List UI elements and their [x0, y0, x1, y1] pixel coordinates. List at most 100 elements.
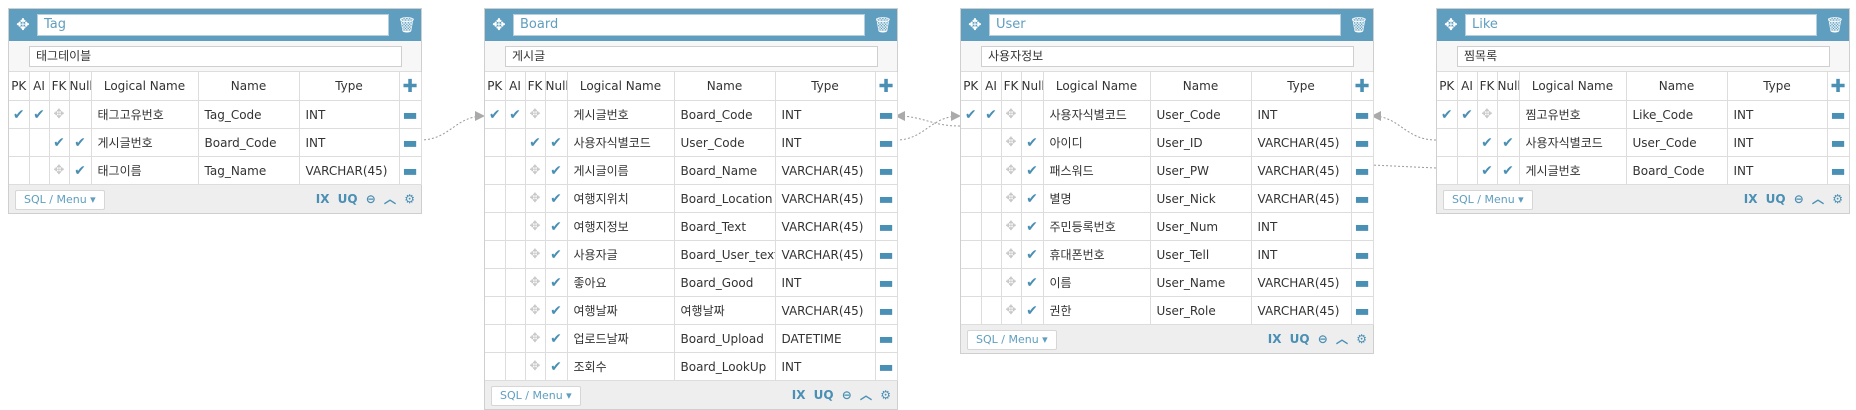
column-type[interactable]: INT [1251, 212, 1352, 241]
move-icon[interactable]: ✥ [968, 15, 982, 34]
remove-column-button[interactable]: ▬ [1827, 156, 1850, 185]
pk-checkbox[interactable] [485, 240, 506, 269]
ai-checkbox[interactable] [981, 240, 1002, 269]
column-name[interactable]: Tag_Code [198, 100, 300, 129]
table-name-input[interactable]: Like [1465, 14, 1817, 36]
unique-button[interactable]: UQ [1765, 192, 1786, 206]
column-name[interactable]: User_Role [1150, 296, 1252, 325]
remove-column-button[interactable]: ▬ [1351, 240, 1374, 269]
null-checkbox[interactable]: ✔ [69, 156, 92, 185]
remove-column-button[interactable]: ▬ [875, 212, 898, 241]
null-checkbox[interactable]: ✔ [545, 212, 568, 241]
move-icon[interactable]: ✥ [1444, 15, 1458, 34]
column-logical-name[interactable]: 태그이름 [91, 156, 199, 185]
column-type[interactable]: INT [1727, 156, 1828, 185]
null-checkbox[interactable]: ✔ [545, 184, 568, 213]
collapse-icon[interactable]: ︿ [1336, 332, 1349, 346]
column-type[interactable]: INT [775, 352, 876, 381]
column-type[interactable]: INT [775, 128, 876, 157]
remove-column-button[interactable]: ▬ [1351, 156, 1374, 185]
remove-column-button[interactable]: ▬ [1351, 128, 1374, 157]
trash-icon[interactable]: 🗑 [1349, 16, 1369, 34]
ai-checkbox[interactable] [981, 268, 1002, 297]
entity-table-like[interactable]: ✥ Like 🗑 찜목록 PK AI FK Null Logical Name … [1436, 8, 1850, 214]
trash-icon[interactable]: 🗑 [873, 16, 893, 34]
pk-checkbox[interactable] [485, 268, 506, 297]
column-name[interactable]: User_Tell [1150, 240, 1252, 269]
column-logical-name[interactable]: 패스워드 [1043, 156, 1151, 185]
table-comment-input[interactable]: 사용자정보 [981, 46, 1354, 67]
pk-checkbox[interactable] [1437, 128, 1458, 157]
null-checkbox[interactable] [1497, 100, 1520, 129]
column-logical-name[interactable]: 아이디 [1043, 128, 1151, 157]
pk-checkbox[interactable] [961, 184, 982, 213]
column-type[interactable]: INT [775, 100, 876, 129]
column-type[interactable]: DATETIME [775, 324, 876, 353]
ai-checkbox[interactable] [981, 128, 1002, 157]
ai-checkbox[interactable] [505, 296, 526, 325]
move-icon[interactable]: ✥ [492, 15, 506, 34]
column-logical-name[interactable]: 사용자글 [567, 240, 675, 269]
entity-table-board[interactable]: ✥ Board 🗑 게시글 PK AI FK Null Logical Name… [484, 8, 898, 410]
collapse-icon[interactable]: ︿ [860, 388, 873, 402]
remove-column-button[interactable]: ▬ [875, 156, 898, 185]
column-name[interactable]: Board_Code [198, 128, 300, 157]
column-logical-name[interactable]: 게시글번호 [91, 128, 199, 157]
comment-icon[interactable]: ⊖ [365, 192, 376, 206]
column-type[interactable]: VARCHAR(45) [1251, 268, 1352, 297]
index-button[interactable]: IX [1267, 332, 1282, 346]
null-checkbox[interactable]: ✔ [1021, 212, 1044, 241]
remove-column-button[interactable]: ▬ [875, 184, 898, 213]
pk-checkbox[interactable] [961, 296, 982, 325]
column-logical-name[interactable]: 게시글이름 [567, 156, 675, 185]
null-checkbox[interactable]: ✔ [545, 352, 568, 381]
remove-column-button[interactable]: ▬ [1351, 212, 1374, 241]
table-name-input[interactable]: Tag [37, 14, 389, 36]
pk-checkbox[interactable] [9, 128, 30, 157]
null-checkbox[interactable]: ✔ [545, 268, 568, 297]
ai-checkbox[interactable] [1457, 156, 1478, 185]
remove-column-button[interactable]: ▬ [875, 296, 898, 325]
gear-icon[interactable]: ⚙ [880, 388, 891, 402]
table-name-input[interactable]: User [989, 14, 1341, 36]
column-type[interactable]: INT [1251, 240, 1352, 269]
column-type[interactable]: VARCHAR(45) [1251, 296, 1352, 325]
column-logical-name[interactable]: 게시글번호 [567, 100, 675, 129]
column-logical-name[interactable]: 게시글번호 [1519, 156, 1627, 185]
add-column-button[interactable]: ✚ [399, 72, 422, 101]
ai-checkbox[interactable] [505, 324, 526, 353]
ai-checkbox[interactable]: ✔ [981, 100, 1002, 129]
column-name[interactable]: Board_Good [674, 268, 776, 297]
ai-checkbox[interactable] [29, 128, 50, 157]
remove-column-button[interactable]: ▬ [1351, 100, 1374, 129]
table-name-input[interactable]: Board [513, 14, 865, 36]
column-logical-name[interactable]: 좋아요 [567, 268, 675, 297]
ai-checkbox[interactable] [505, 212, 526, 241]
column-logical-name[interactable]: 업로드날짜 [567, 324, 675, 353]
remove-column-button[interactable]: ▬ [1351, 296, 1374, 325]
column-name[interactable]: User_PW [1150, 156, 1252, 185]
table-comment-input[interactable]: 찜목록 [1457, 46, 1830, 67]
column-name[interactable]: Board_User_text [674, 240, 776, 269]
column-logical-name[interactable]: 권한 [1043, 296, 1151, 325]
pk-checkbox[interactable] [485, 128, 506, 157]
column-name[interactable]: Board_Code [674, 100, 776, 129]
remove-column-button[interactable]: ▬ [1351, 268, 1374, 297]
remove-column-button[interactable]: ▬ [1827, 128, 1850, 157]
column-type[interactable]: VARCHAR(45) [1251, 128, 1352, 157]
comment-icon[interactable]: ⊖ [841, 388, 852, 402]
column-type[interactable]: VARCHAR(45) [775, 184, 876, 213]
ai-checkbox[interactable] [505, 184, 526, 213]
ai-checkbox[interactable] [1457, 128, 1478, 157]
column-type[interactable]: VARCHAR(45) [775, 240, 876, 269]
pk-checkbox[interactable]: ✔ [9, 100, 30, 129]
null-checkbox[interactable]: ✔ [545, 156, 568, 185]
pk-checkbox[interactable] [485, 212, 506, 241]
